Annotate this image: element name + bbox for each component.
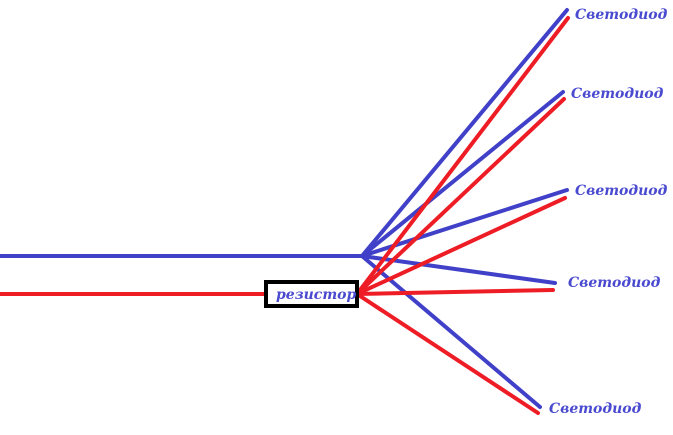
blue-wires bbox=[0, 8, 569, 409]
red-wire-led-1 bbox=[355, 16, 570, 296]
resistor-box bbox=[264, 280, 359, 308]
red-wires bbox=[0, 16, 570, 415]
blue-wire-led-1 bbox=[360, 8, 569, 258]
resistor: резистор bbox=[264, 280, 359, 308]
led-label-3: Светодиод bbox=[575, 183, 668, 199]
led-label-2: Светодиод bbox=[571, 86, 664, 102]
blue-wire-led-5 bbox=[360, 254, 542, 409]
red-wire-led-3 bbox=[355, 196, 567, 296]
red-wire-led-5 bbox=[355, 292, 540, 415]
resistor-label: резистор bbox=[276, 287, 356, 303]
red-wire-led-2 bbox=[355, 97, 566, 296]
red-wire-led-4 bbox=[355, 288, 555, 296]
led-label-5: Светодиод bbox=[549, 401, 642, 417]
blue-wire-led-2 bbox=[360, 90, 565, 258]
led-label-1: Светодиод bbox=[575, 7, 668, 23]
led-label-4: Светодиод bbox=[568, 275, 661, 291]
